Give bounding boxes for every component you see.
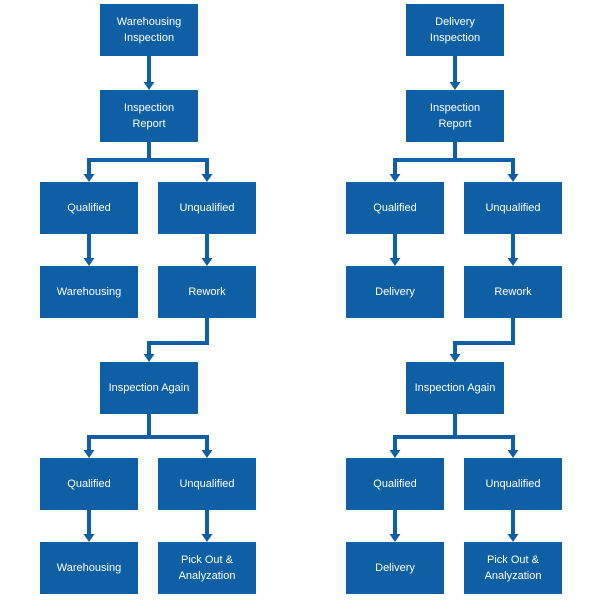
right-arrow-qualified-outcome-1 <box>389 234 401 266</box>
right-inspection-again-label: Inspection Again <box>414 382 496 394</box>
left-unqualified-node-1: Unqualified <box>158 182 256 234</box>
right-unqualified-label-2: Unqualified <box>485 478 541 490</box>
right-arrow-report-unqualified-1 <box>455 158 519 182</box>
right-arrow-again-qualified-2 <box>389 414 457 458</box>
left-unqualified-node-2: Unqualified <box>158 458 256 510</box>
right-outcome-label-2: Delivery <box>375 562 415 574</box>
right-qualified-label-1: Qualified <box>373 202 417 214</box>
left-start-label: Warehousing Inspection <box>116 16 182 44</box>
left-start-node: Warehousing Inspection <box>100 4 198 56</box>
right-rework-label: Rework <box>494 286 532 298</box>
left-arrow-report-unqualified-1 <box>149 158 213 182</box>
left-arrow-qualified-outcome-2 <box>83 510 95 542</box>
left-pick-out-node: Pick Out & Analyzation <box>158 542 256 594</box>
right-start-label: Delivery Inspection <box>429 16 481 44</box>
left-qualified-label-1: Qualified <box>67 202 111 214</box>
left-inspection-again-label: Inspection Again <box>108 382 190 394</box>
right-report-label: Inspection Report <box>429 102 481 130</box>
left-unqualified-label-1: Unqualified <box>179 202 235 214</box>
left-unqualified-label-2: Unqualified <box>179 478 235 490</box>
left-outcome-label-1: Warehousing <box>56 286 122 298</box>
left-qualified-node-2: Qualified <box>40 458 138 510</box>
left-pick-out-label: Pick Out & Analyzation <box>178 554 236 582</box>
right-qualified-label-2: Qualified <box>373 478 417 490</box>
right-arrow-rework-inspection-again <box>449 318 515 362</box>
right-inspection-again-node: Inspection Again <box>406 362 504 414</box>
right-qualified-node-1: Qualified <box>346 182 444 234</box>
left-qualified-label-2: Qualified <box>67 478 111 490</box>
left-outcome-node-2: Warehousing <box>40 542 138 594</box>
left-arrow-again-qualified-2 <box>83 414 151 458</box>
right-arrow-unqualified-pick-out <box>507 510 519 542</box>
right-outcome-node-2: Delivery <box>346 542 444 594</box>
right-pick-out-label: Pick Out & Analyzation <box>484 554 542 582</box>
right-pick-out-node: Pick Out & Analyzation <box>464 542 562 594</box>
right-unqualified-node-1: Unqualified <box>464 182 562 234</box>
left-outcome-node-1: Warehousing <box>40 266 138 318</box>
left-arrow-rework-inspection-again <box>143 318 209 362</box>
right-arrow-unqualified-rework <box>507 234 519 266</box>
right-outcome-label-1: Delivery <box>375 286 415 298</box>
left-arrow-start-report <box>143 56 155 90</box>
left-arrow-unqualified-pick-out <box>201 510 213 542</box>
left-qualified-node-1: Qualified <box>40 182 138 234</box>
left-rework-label: Rework <box>188 286 226 298</box>
left-inspection-again-node: Inspection Again <box>100 362 198 414</box>
right-rework-node: Rework <box>464 266 562 318</box>
right-arrow-again-unqualified-2 <box>455 435 519 458</box>
left-arrow-unqualified-rework <box>201 234 213 266</box>
right-unqualified-label-1: Unqualified <box>485 202 541 214</box>
right-unqualified-node-2: Unqualified <box>464 458 562 510</box>
right-arrow-report-qualified-1 <box>389 142 457 182</box>
right-arrow-qualified-outcome-2 <box>389 510 401 542</box>
left-outcome-label-2: Warehousing <box>56 562 122 574</box>
left-rework-node: Rework <box>158 266 256 318</box>
right-outcome-node-1: Delivery <box>346 266 444 318</box>
left-report-label: Inspection Report <box>123 102 175 130</box>
right-arrow-start-report <box>449 56 461 90</box>
left-arrow-again-unqualified-2 <box>149 435 213 458</box>
left-arrow-qualified-outcome-1 <box>83 234 95 266</box>
left-report-node: Inspection Report <box>100 90 198 142</box>
right-qualified-node-2: Qualified <box>346 458 444 510</box>
left-arrow-report-qualified-1 <box>83 142 151 182</box>
right-report-node: Inspection Report <box>406 90 504 142</box>
right-start-node: Delivery Inspection <box>406 4 504 56</box>
